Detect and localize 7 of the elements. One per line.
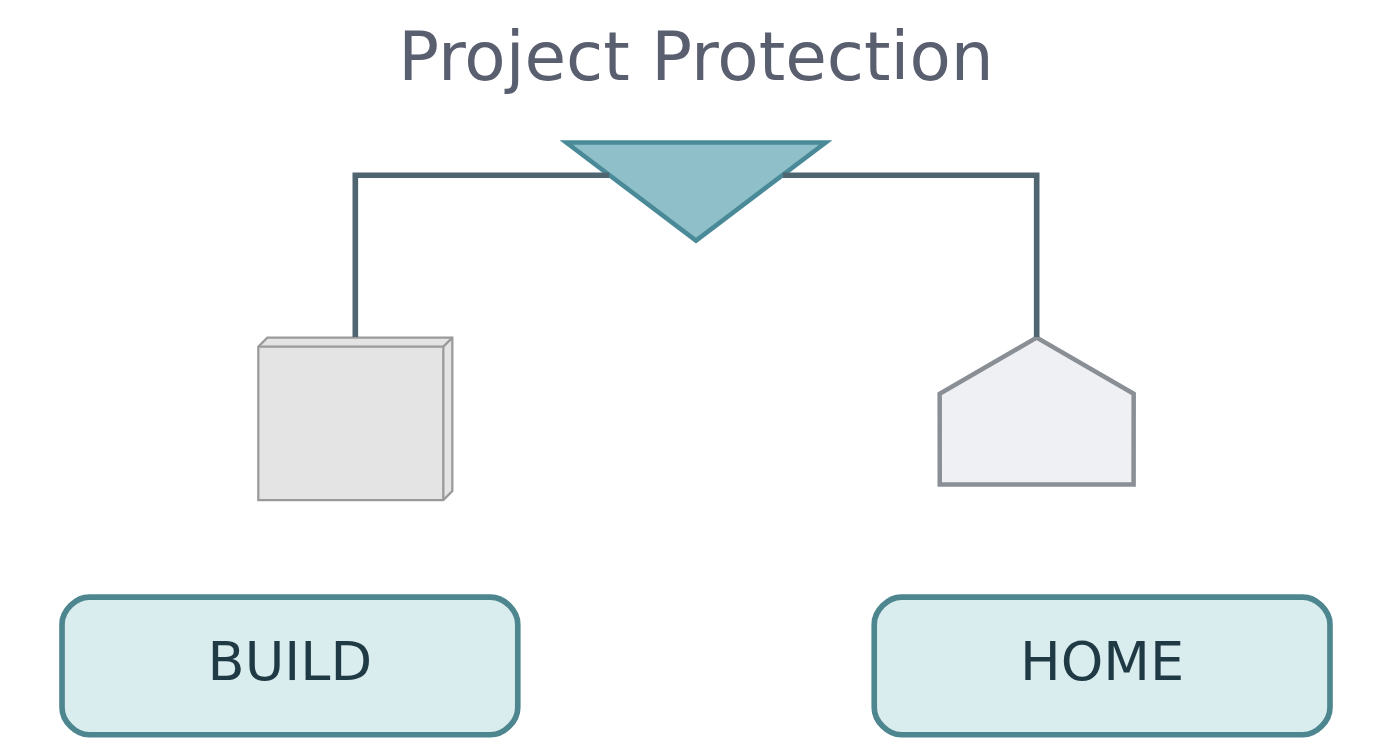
connector — [782, 172, 1040, 338]
node-house — [937, 335, 1136, 487]
node-box: HOME — [871, 594, 1333, 738]
diagram-title: Project Protection — [398, 17, 994, 97]
node-umbrella — [559, 140, 833, 244]
node-box: BUILD — [59, 594, 521, 738]
connector — [352, 172, 610, 338]
